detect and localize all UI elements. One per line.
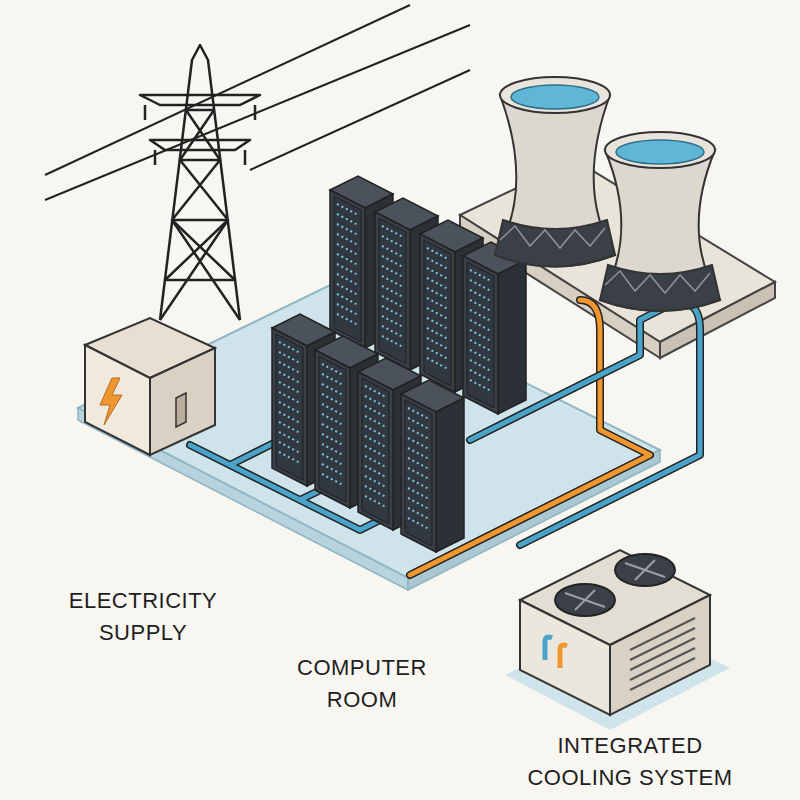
section-label: INTEGRATED COOLING SYSTEM	[510, 730, 750, 794]
section-label: COMPUTER ROOM	[272, 652, 452, 716]
section-label: ELECTRICITY SUPPLY	[38, 585, 248, 649]
